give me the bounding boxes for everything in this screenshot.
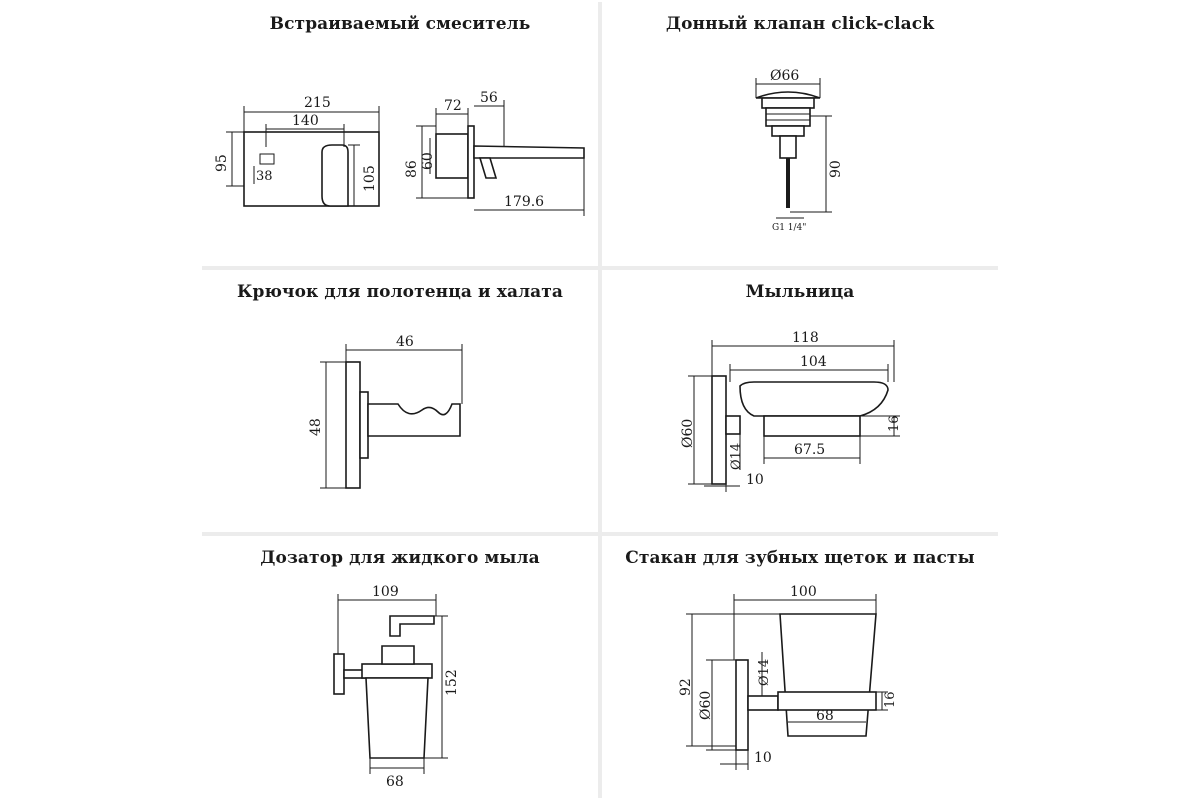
dispenser-drawing: 109 152 68 (333, 584, 460, 790)
panel-title: Встраиваемый смеситель (269, 14, 531, 34)
dim-offset: 10 (746, 472, 764, 488)
dispenser-ring (361, 663, 433, 679)
dim-spout-height: 105 (362, 165, 378, 192)
panel-title: Крючок для полотенца и халата (236, 282, 564, 302)
dim-stem: Ø14 (757, 659, 772, 686)
panel-wall-mixer: Встраиваемый смеситель 215 140 95 38 (204, 2, 596, 264)
soap-dish-wall-plate (711, 375, 727, 485)
dim-outer-height: 86 (404, 160, 420, 178)
tumbler-holder-ring (777, 691, 877, 711)
dim-height: 90 (828, 160, 844, 178)
dim-diameter: Ø60 (698, 691, 714, 720)
tumbler-wall-plate (735, 659, 749, 751)
mixer-drawing: 215 140 95 38 105 (214, 90, 585, 216)
horizontal-divider-right-2 (602, 532, 998, 536)
mixer-body-side (435, 133, 469, 179)
dim-width: 46 (396, 334, 414, 350)
drain-body (765, 107, 811, 127)
dim-small: 38 (256, 169, 273, 184)
dim-depth: 16 (887, 415, 902, 432)
dim-height-left: 95 (214, 154, 230, 172)
dim-overall-width: 215 (304, 95, 331, 111)
dispenser-pump (389, 615, 435, 637)
mixer-spout-side (473, 145, 585, 159)
panel-title: Дозатор для жидкого мыла (260, 548, 540, 568)
dim-height: 92 (678, 678, 694, 696)
panel-towel-hook: Крючок для полотенца и халата 46 48 (204, 270, 596, 532)
dim-tray: 67.5 (794, 442, 825, 458)
drain-nut (771, 125, 805, 137)
dim-side-depth: 72 (444, 98, 462, 114)
vertical-divider (598, 2, 602, 798)
tumbler-stem (747, 695, 779, 711)
dim-height: 152 (444, 669, 460, 696)
dim-height: 48 (308, 418, 324, 436)
dim-diameter: Ø60 (680, 419, 696, 448)
dim-depth: 16 (883, 691, 898, 708)
dim-diameter: Ø66 (770, 68, 799, 84)
panel-soap-dispenser: Дозатор для жидкого мыла 109 152 68 (204, 536, 596, 798)
dim-width-inner: 104 (800, 354, 827, 370)
mixer-lever-side (478, 157, 498, 179)
hook-arm (367, 403, 461, 437)
dim-plate-width: 140 (292, 113, 319, 129)
soap-dish-stem (725, 415, 741, 435)
horizontal-divider-right-1 (602, 266, 998, 270)
hook-wall-plate (345, 361, 361, 489)
drain-valve-drawing: Ø66 90 G1 1/4" (755, 68, 844, 233)
dim-bottom: 68 (386, 774, 404, 790)
mixer-spout-front (321, 144, 349, 207)
soap-dish-holder (763, 415, 861, 437)
dim-length: 179.6 (504, 194, 544, 210)
dim-top-depth: 56 (480, 90, 498, 106)
panel-soap-dish: Мыльница 118 104 Ø60 Ø14 67.5 (604, 270, 996, 532)
dim-inner-height: 60 (420, 152, 436, 170)
dim-width: 100 (790, 584, 817, 600)
mixer-wall-plate (467, 125, 475, 199)
dispenser-bottle (365, 677, 429, 759)
dim-thread: G1 1/4" (772, 223, 806, 233)
drain-flange (761, 97, 815, 109)
panel-title: Мыльница (745, 282, 855, 302)
dim-bottom: 68 (816, 708, 834, 724)
horizontal-divider-left-1 (202, 266, 598, 270)
dispenser-neck (381, 645, 415, 665)
panel-drain-valve: Донный клапан click-clack Ø66 90 G1 1/4" (604, 2, 996, 264)
mixer-handle-front (259, 153, 275, 165)
dim-width-outer: 118 (792, 330, 819, 346)
dispenser-wall-plate (333, 653, 345, 695)
dim-stem: Ø14 (729, 443, 744, 470)
drain-cap (755, 91, 821, 99)
panel-title: Донный клапан click-clack (665, 14, 935, 34)
hook-drawing: 46 48 (308, 334, 463, 489)
dim-width: 109 (372, 584, 399, 600)
hook-base (359, 391, 369, 459)
dim-offset: 10 (754, 750, 772, 766)
soap-dish-bowl (739, 381, 889, 417)
tumbler-drawing: 100 92 Ø60 Ø14 16 68 10 (678, 584, 898, 770)
panel-title: Стакан для зубных щеток и пасты (625, 548, 975, 568)
soap-dish-drawing: 118 104 Ø60 Ø14 67.5 16 10 (680, 330, 902, 492)
drain-rod (786, 158, 790, 208)
drain-thread (779, 135, 797, 159)
panel-tumbler-holder: Стакан для зубных щеток и пасты 100 92 Ø… (604, 536, 996, 798)
horizontal-divider-left-2 (202, 532, 598, 536)
